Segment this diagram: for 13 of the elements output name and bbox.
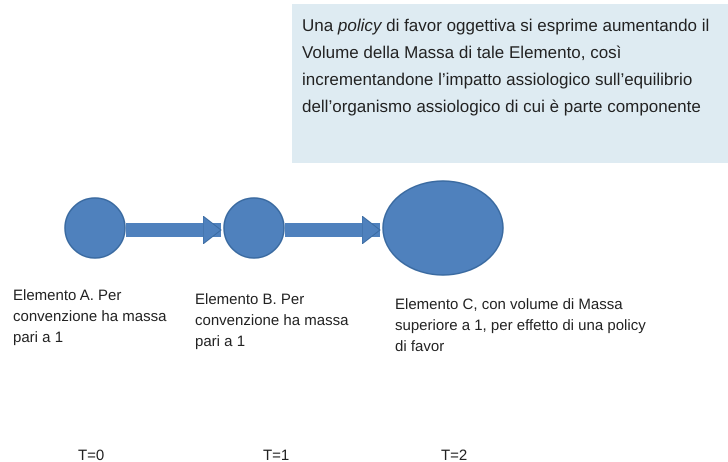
time-label: T=0: [78, 446, 104, 462]
circle: [223, 197, 285, 259]
block-arrow: [126, 216, 222, 244]
block-arrow: [285, 216, 380, 244]
callout-box: [292, 4, 728, 163]
circle: [382, 180, 504, 276]
element-caption: Elemento A. Per convenzione ha massa pari a 1: [13, 286, 168, 348]
element-caption: Elemento C, con volume di Massa superiore a 1, per effetto di una policy di favor: [395, 295, 647, 357]
time-label: T=1: [263, 446, 290, 462]
circle: [64, 197, 126, 259]
time-label: T=2: [441, 446, 468, 462]
callout-text: Una policy di favor oggettiva si esprime aumentando il Volume della Massa di tale Elemento, così incrementandone l’impatto assiologico sull’equilibrio dell’organismo assiologico di cui è parte componente: [302, 15, 710, 118]
element-caption: Elemento B. Per convenzione ha massa pari a 1: [195, 290, 350, 352]
